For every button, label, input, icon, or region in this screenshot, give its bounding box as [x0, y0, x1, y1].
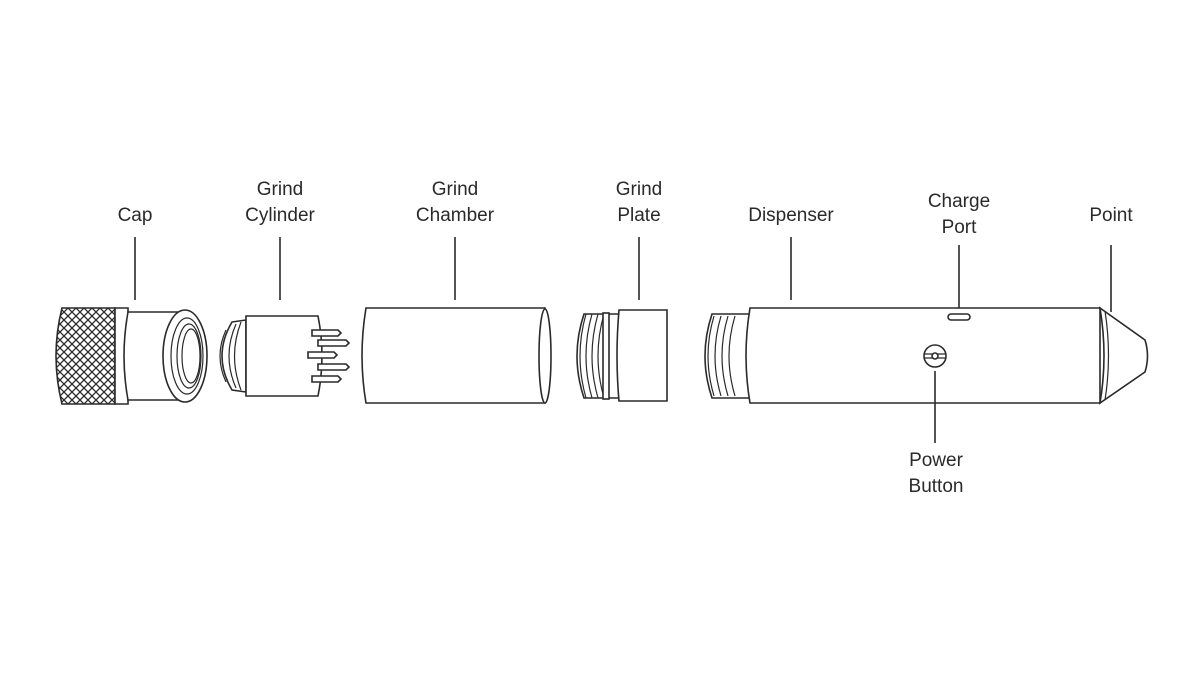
grind-cylinder-label-line1: Grind — [257, 179, 303, 200]
point-label: Point — [1089, 205, 1133, 226]
charge-port-label-line2: Port — [942, 217, 978, 238]
point-part — [1098, 306, 1149, 405]
grind-chamber-label-line1: Grind — [432, 179, 478, 200]
charge-port-label-line1: Charge — [928, 191, 990, 212]
power-button-label-line2: Button — [909, 476, 964, 497]
dispenser-part — [704, 307, 1101, 404]
grind-teeth — [307, 329, 351, 383]
power-button-label-line1: Power — [909, 450, 964, 471]
cap-label: Cap — [118, 205, 153, 226]
cap-part — [55, 307, 208, 405]
grind-plate-label-line1: Grind — [616, 179, 662, 200]
grind-chamber-label-line2: Chamber — [416, 205, 495, 226]
grind-cylinder-label-line2: Cylinder — [245, 205, 315, 226]
grind-cylinder-part — [219, 315, 351, 397]
grind-plate-part — [576, 309, 668, 402]
power-button — [923, 344, 947, 368]
charge-port — [947, 313, 971, 321]
dispenser-label: Dispenser — [748, 205, 834, 226]
grind-chamber-part — [361, 307, 552, 404]
grind-plate-label-line2: Plate — [617, 205, 660, 226]
